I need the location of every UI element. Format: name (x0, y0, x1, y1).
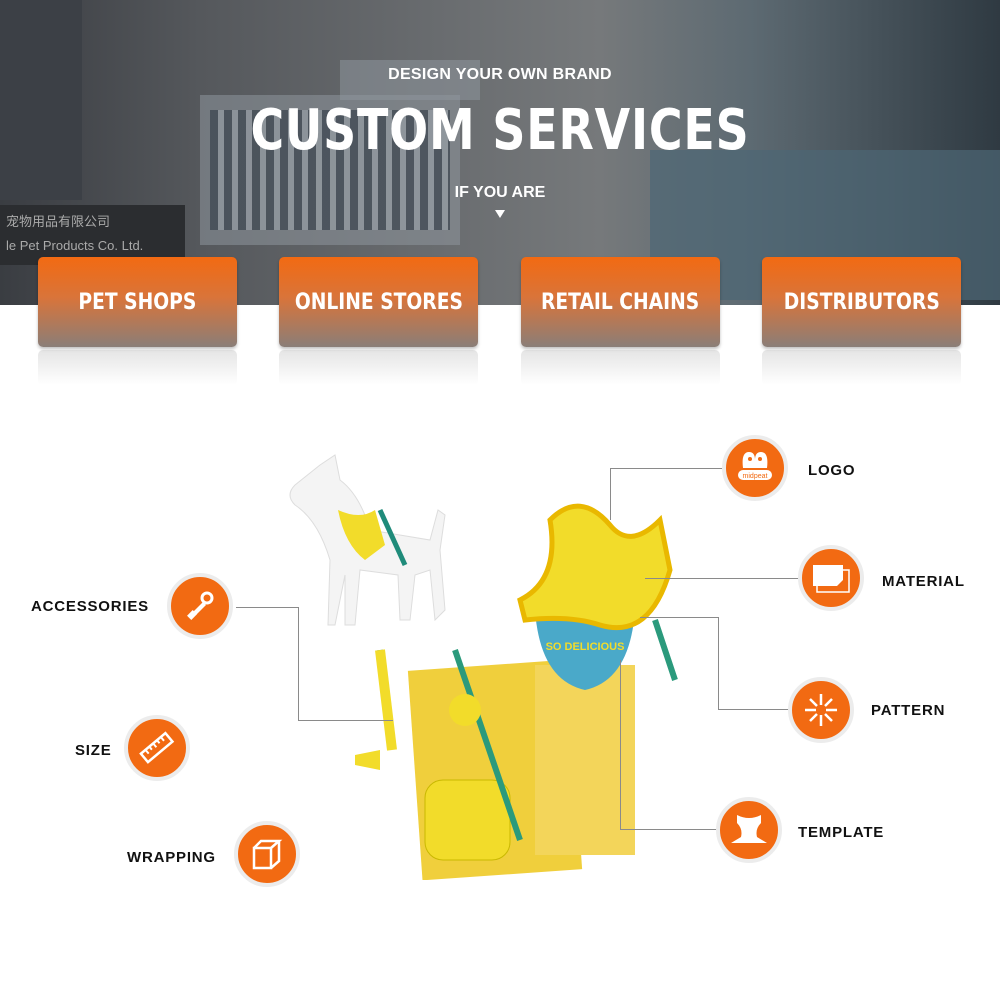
button-label: RETAIL CHAINS (541, 289, 700, 315)
button-label: PET SHOPS (78, 289, 197, 315)
service-template-label: TEMPLATE (798, 824, 885, 841)
connector-line (298, 720, 393, 721)
service-wrapping-label: WRAPPING (127, 849, 216, 866)
sign-line: le Pet Products Co. Ltd. (6, 238, 144, 253)
service-logo-label: LOGO (808, 462, 856, 479)
service-size-label: SIZE (75, 742, 112, 759)
logo-text: midpeat (743, 473, 768, 480)
connector-line (298, 607, 299, 721)
page-title: CUSTOM SERVICES (250, 98, 750, 163)
button-label: DISTRIBUTORS (783, 289, 940, 315)
audience-online-stores-button[interactable]: ONLINE STORES (279, 257, 478, 347)
reflection (762, 350, 961, 385)
connector-line (718, 617, 719, 710)
box-icon (234, 821, 300, 887)
down-arrow-icon (495, 210, 505, 218)
connector-line (610, 468, 723, 469)
harness-icon (716, 797, 782, 863)
fabric-icon (798, 545, 864, 611)
connector-line (645, 578, 800, 579)
bandana (535, 610, 635, 690)
service-material-label: MATERIAL (882, 573, 965, 590)
bandana-text: SO DELICIOUS (546, 641, 625, 653)
pouch (424, 779, 511, 861)
hero-prompt: IF YOU ARE (454, 184, 546, 201)
audience-pet-shops-button[interactable]: PET SHOPS (38, 257, 237, 347)
leash-clip-icon (167, 573, 233, 639)
connector-line (620, 660, 621, 830)
service-accessories-label: ACCESSORIES (31, 598, 149, 615)
hero-subtitle: DESIGN YOUR OWN BRAND (388, 66, 612, 83)
pattern-burst-icon (788, 677, 854, 743)
service-pattern-label: PATTERN (871, 702, 946, 719)
hero-banner: 宠物用品有限公司 le Pet Products Co. Ltd. DESIGN… (0, 0, 1000, 305)
connector-line (610, 468, 611, 520)
audience-distributors-button[interactable]: DISTRIBUTORS (762, 257, 961, 347)
button-label: ONLINE STORES (294, 289, 463, 315)
reflection (38, 350, 237, 385)
product-harness (517, 503, 673, 631)
audience-retail-chains-button[interactable]: RETAIL CHAINS (521, 257, 720, 347)
connector-line (620, 829, 717, 830)
reflection (521, 350, 720, 385)
ruler-icon (124, 715, 190, 781)
connector-line (718, 709, 789, 710)
connector-line (236, 607, 299, 608)
factory-sign: 宠物用品有限公司 le Pet Products Co. Ltd. (0, 205, 185, 265)
brand-logo-icon: midpeat (722, 435, 788, 501)
sign-line: 宠物用品有限公司 (6, 214, 111, 229)
product-photo: SO DELICIOUS (289, 454, 678, 880)
reflection (279, 350, 478, 385)
connector-line (640, 617, 719, 618)
